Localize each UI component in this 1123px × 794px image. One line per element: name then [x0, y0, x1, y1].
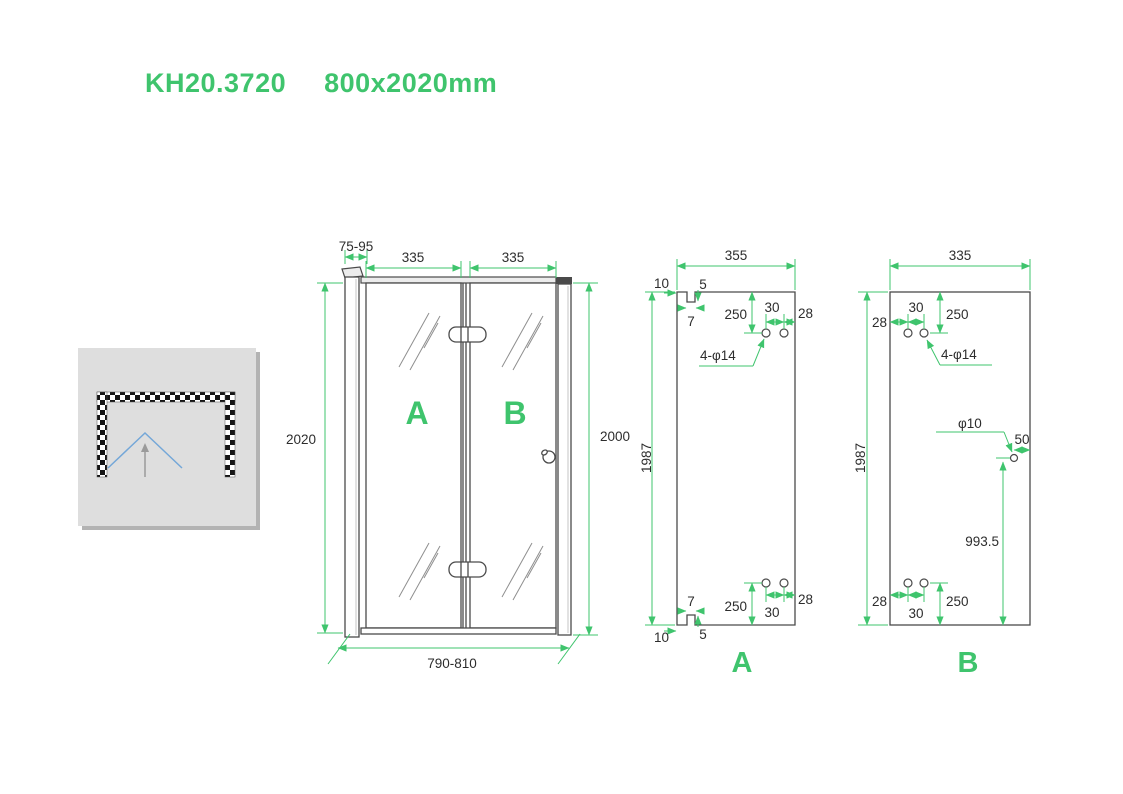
dim-height-glass: 2000 [600, 429, 630, 444]
dim-b-top-holes-gap: 30 [908, 300, 923, 315]
dim-b-handle-height: 993.5 [965, 534, 999, 549]
panel-b-handle-hole [1009, 453, 1019, 463]
dim-a-top-offset: 10 [654, 276, 669, 291]
dim-panel-b-width: 335 [502, 250, 525, 265]
panel-a-outline [676, 291, 796, 626]
dim-b-width: 335 [949, 248, 972, 263]
front-view: 75-95 335 335 2020 2000 790-810 A B [286, 239, 630, 671]
panel-b-hole [919, 328, 929, 338]
right-profile-cap [556, 277, 572, 284]
dim-a-top-holes-v: 250 [724, 307, 747, 322]
panel-a-hole [761, 328, 771, 338]
dim-b-top-holes-v: 250 [946, 307, 969, 322]
leader-b-holes [926, 339, 941, 366]
dim-a-bottom-notch-width: 7 [687, 594, 695, 609]
panel-a-hole [761, 578, 771, 588]
folding-door-swing-icon [107, 431, 183, 469]
dim-b-bottom-holes-edge: 28 [872, 594, 887, 609]
floor-plan-thumbnail [78, 348, 260, 530]
panel-b-hole [903, 578, 913, 588]
panel-a-hole [779, 578, 789, 588]
panel-b-detail-label: B [958, 647, 979, 679]
leader-a-holes [752, 338, 765, 367]
dim-height-overall: 2020 [286, 432, 316, 447]
dim-b-handle-edge: 50 [1014, 432, 1029, 447]
panel-a-detail: 355 1987 10 5 7 250 30 28 [639, 248, 813, 679]
model-number: KH20.3720 [145, 68, 287, 98]
right-wall-profile [557, 283, 572, 636]
dim-a-top-notch-depth: 5 [699, 277, 707, 292]
left-wall-profile [344, 276, 360, 638]
panel-a-hole [779, 328, 789, 338]
dim-a-bottom-holes-v: 250 [724, 599, 747, 614]
dim-a-bottom-offset: 10 [654, 630, 669, 645]
note-b-holes: 4-φ14 [941, 347, 977, 362]
bottom-rail [360, 627, 557, 635]
glass-hatch-marks [398, 312, 544, 601]
panel-b-outline [889, 291, 1031, 626]
dim-a-bottom-holes-gap: 30 [764, 605, 779, 620]
dim-b-top-holes-edge: 28 [872, 315, 887, 330]
product-size: 800x2020mm [324, 68, 498, 98]
dim-b-height: 1987 [853, 443, 868, 473]
wall-checker-icon [96, 391, 236, 478]
top-rail [360, 276, 557, 284]
dim-wall-profile: 75-95 [339, 239, 374, 254]
hinge-bottom-icon [448, 561, 487, 578]
glass-panel-a [365, 282, 462, 629]
note-b-handle-hole: φ10 [958, 416, 982, 431]
panel-b-hole [903, 328, 913, 338]
dim-width-adjust: 790-810 [427, 656, 477, 671]
leader-b-handle-hole [1003, 431, 1013, 453]
front-panel-a-label: A [405, 395, 428, 431]
panel-b-detail: 335 1987 28 30 250 4-φ14 φ10 [853, 248, 1031, 679]
dim-a-top-notch-width: 7 [687, 314, 695, 329]
dim-b-bottom-holes-gap: 30 [908, 606, 923, 621]
panel-a-detail-label: A [732, 647, 753, 679]
dim-a-bottom-holes-edge: 28 [798, 592, 813, 607]
door-knob-icon [541, 449, 556, 464]
dim-a-width: 355 [725, 248, 748, 263]
dim-a-top-holes-gap: 30 [764, 300, 779, 315]
dim-panel-a-width: 335 [402, 250, 425, 265]
dim-b-bottom-holes-v: 250 [946, 594, 969, 609]
dim-a-top-holes-edge: 28 [798, 306, 813, 321]
panel-b-hole [919, 578, 929, 588]
dim-a-bottom-notch-depth: 5 [699, 627, 707, 642]
front-panel-b-label: B [503, 395, 526, 431]
dim-a-height: 1987 [639, 443, 654, 473]
page-title: KH20.3720 800x2020mm [145, 68, 497, 99]
hinge-top-icon [448, 326, 487, 343]
entry-direction-arrow-icon [141, 443, 149, 477]
note-a-holes: 4-φ14 [700, 348, 736, 363]
left-profile-cap [341, 266, 364, 279]
